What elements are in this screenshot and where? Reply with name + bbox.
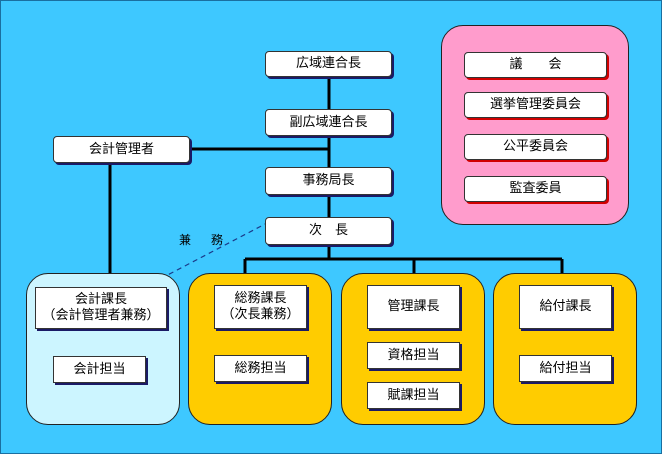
- concurrent-label: 兼 務: [179, 233, 228, 247]
- accounting-staff-node: 会計担当: [53, 356, 146, 383]
- assessment-staff-node: 賦課担当: [367, 382, 460, 409]
- deputy-chief-node: 次 長: [265, 217, 392, 245]
- audit-committee-node: 監査委員: [464, 176, 607, 202]
- qualification-staff-node: 資格担当: [367, 342, 460, 369]
- council-node: 議 会: [464, 52, 607, 78]
- general-affairs-chief-node: 総務課長 （次長兼務）: [214, 285, 307, 329]
- vice-chair-node: 副広域連合長: [265, 109, 392, 136]
- bureau-chief-node: 事務局長: [265, 167, 392, 195]
- election-commission-node: 選挙管理委員会: [464, 92, 607, 118]
- general-affairs-staff-node: 総務担当: [214, 355, 307, 382]
- accounting-chief-node: 会計課長 （会計管理者兼務）: [35, 287, 167, 329]
- chair-node: 広域連合長: [265, 51, 392, 77]
- management-chief-node: 管理課長: [367, 285, 460, 329]
- benefits-staff-node: 給付担当: [519, 355, 612, 382]
- connector-concurrent-dashed: [136, 222, 268, 292]
- accounting-manager-node: 会計管理者: [53, 136, 190, 163]
- benefits-chief-node: 給付課長: [519, 285, 612, 329]
- fairness-committee-node: 公平委員会: [464, 134, 607, 160]
